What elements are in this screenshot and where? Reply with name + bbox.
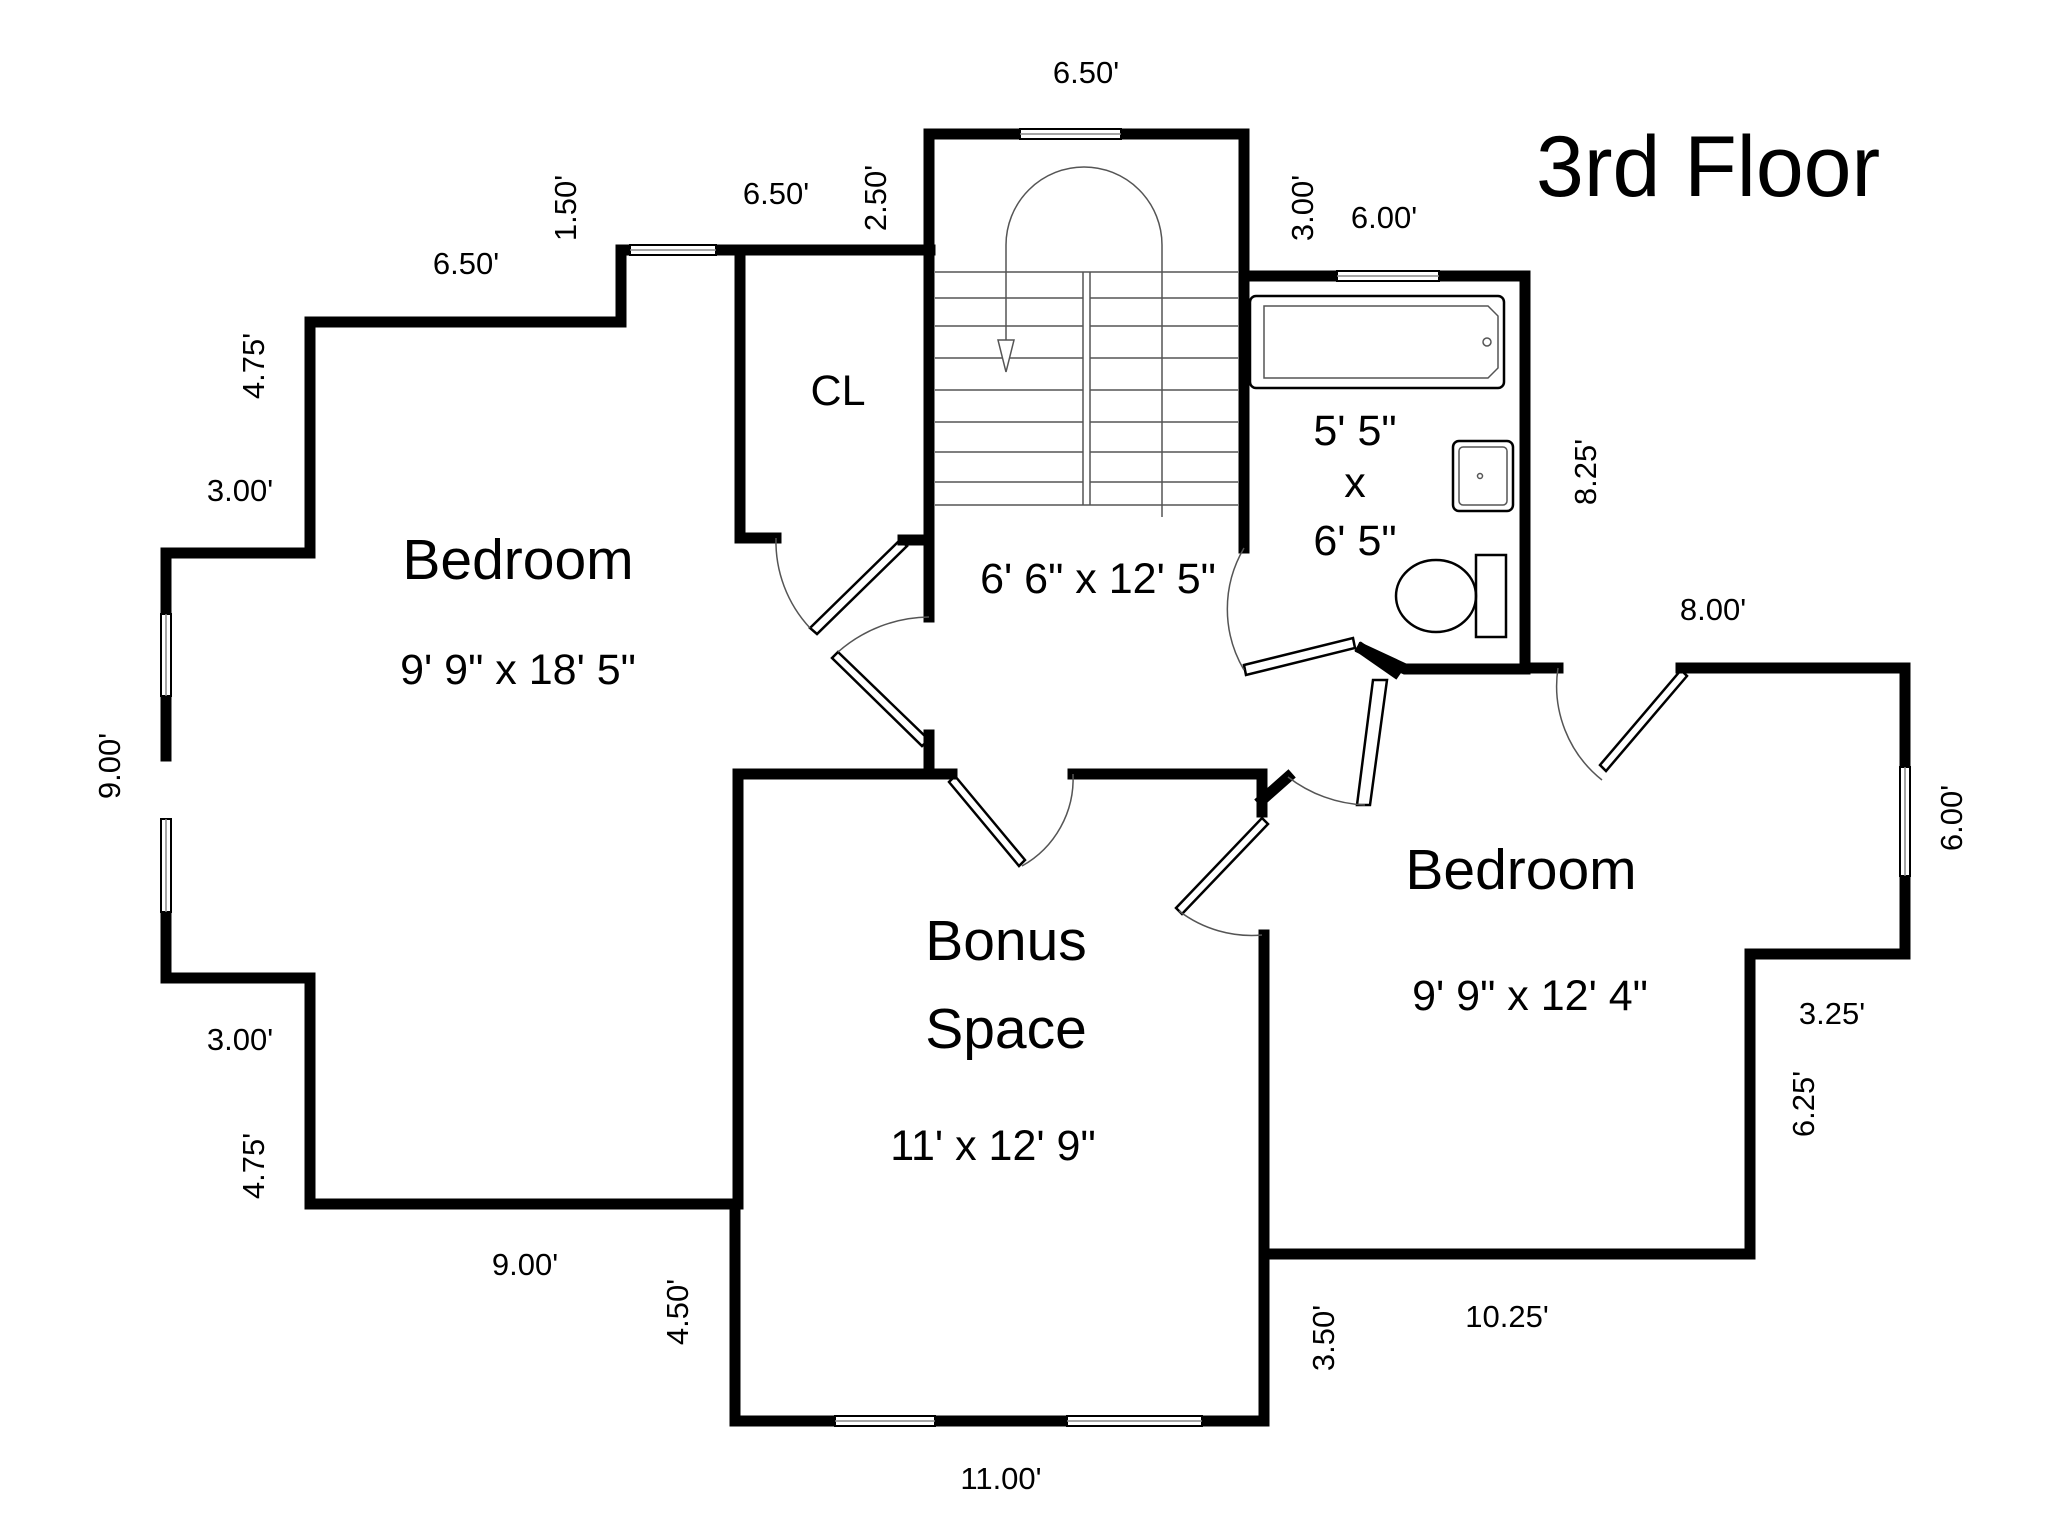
bath-right-wall xyxy=(1433,270,1564,674)
dim-left-lower-step: 3.00' xyxy=(207,1022,273,1057)
dim-left-jog: 1.50' xyxy=(548,175,583,241)
left-bedroom-name: Bedroom xyxy=(402,528,633,592)
dim-right-side: 6.00' xyxy=(1934,785,1969,851)
dim-closet-side: 2.50' xyxy=(858,165,893,231)
toilet-tank-icon xyxy=(1474,553,1508,639)
closet-left-wall xyxy=(734,248,782,544)
stair-direction-arrow-icon xyxy=(997,339,1015,373)
right-bedroom-right-wall xyxy=(1675,662,1911,773)
dim-closet-top: 6.50' xyxy=(743,176,809,211)
dim-bonus-bottom: 11.00' xyxy=(960,1461,1041,1496)
dim-left-lower-side: 4.75' xyxy=(236,1133,271,1199)
stair-hall-size: 6' 6" x 12' 5" xyxy=(980,555,1216,603)
doors xyxy=(775,537,1689,937)
bath-size-line1: 5' 5" xyxy=(1313,407,1396,455)
dim-stair-top: 6.50' xyxy=(1053,55,1119,90)
dim-left-upper-wall: 6.50' xyxy=(433,246,499,281)
left-bedroom-outer-wall-base xyxy=(160,906,841,1427)
dim-right-bottom: 10.25' xyxy=(1465,1299,1549,1334)
bonus-name-line1: Bonus xyxy=(925,909,1087,973)
bonus-space-door xyxy=(947,773,1074,868)
bath-size-line3: 6' 5" xyxy=(1313,517,1396,565)
bonus-name-line2: Space xyxy=(925,997,1087,1061)
left-bedroom-door xyxy=(830,616,931,748)
bathtub-drain-icon xyxy=(1482,337,1492,347)
bathroom-door xyxy=(1226,547,1357,677)
dim-right-step: 3.25' xyxy=(1799,996,1865,1031)
toilet-bowl-icon xyxy=(1394,558,1478,634)
bonus-top-wall xyxy=(1067,768,1268,806)
dim-right-lower-side: 3.50' xyxy=(1306,1305,1341,1371)
bathtub-icon xyxy=(1248,294,1506,390)
right-bedroom-hall-door xyxy=(1287,678,1389,807)
right-bedroom-door xyxy=(1555,667,1689,781)
bath-bottom-angle xyxy=(1354,641,1403,680)
dim-left-upper-side: 4.75' xyxy=(236,333,271,399)
dim-right-top: 8.00' xyxy=(1680,592,1746,627)
closet-label: CL xyxy=(811,367,866,415)
right-bedroom-size: 9' 9" x 12' 4" xyxy=(1412,972,1648,1020)
bath-top-wall xyxy=(1115,128,1343,282)
dim-left-bottom: 9.00' xyxy=(492,1247,558,1282)
closet-door xyxy=(775,537,909,636)
left-bedroom-size: 9' 9" x 18' 5" xyxy=(400,646,636,694)
dim-right-lower-right: 6.25' xyxy=(1786,1071,1821,1137)
right-bedroom-outer-wall xyxy=(1196,870,1911,1427)
windows xyxy=(160,128,1911,1427)
dim-bath-side: 3.00' xyxy=(1285,175,1320,241)
walls xyxy=(160,128,1911,1427)
sink-icon xyxy=(1451,439,1515,513)
staircase xyxy=(935,166,1238,517)
bonus-left-wall xyxy=(732,768,958,1210)
bonus-size: 11' x 12' 9" xyxy=(890,1122,1095,1170)
dim-bath-right: 8.25' xyxy=(1568,439,1603,505)
dim-bath-top: 6.00' xyxy=(1351,200,1417,235)
floor-title: 3rd Floor xyxy=(1536,119,1880,215)
left-bedroom-outer-wall xyxy=(160,244,636,620)
bath-fixtures xyxy=(1248,294,1515,639)
right-bedroom-name: Bedroom xyxy=(1405,838,1636,902)
dim-bonus-side: 4.50' xyxy=(660,1279,695,1345)
bonus-right-door xyxy=(1174,816,1270,937)
bath-size-line2: x xyxy=(1344,459,1366,507)
dim-left-upper-step: 3.00' xyxy=(207,473,273,508)
dim-left-side: 9.00' xyxy=(92,733,127,799)
